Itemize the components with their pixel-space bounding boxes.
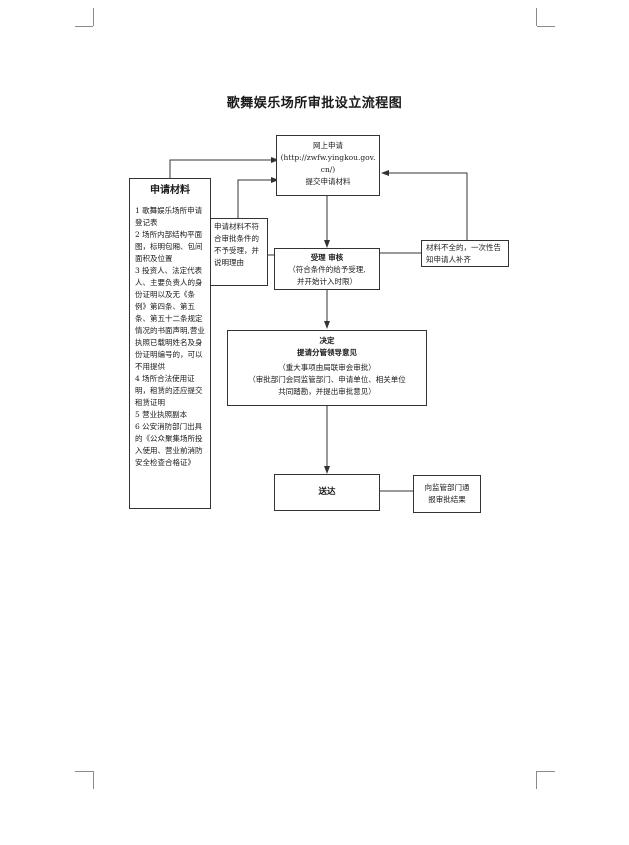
reject-note-text: 申请材料不符合审批条件的不予受理，并说明理由 [214,222,259,267]
materials-item-5: 5 营业执照副本 [135,410,188,419]
decision-line-3: 共同踏勘，并提出审批意见） [278,387,376,396]
page-title: 歌舞娱乐场所审批设立流程图 [226,96,403,111]
crop-mark-bottom-left-h [75,771,93,772]
apply-online-box: 网上申请 (http://zwfw.yingkou.gov. cn/) 提交申请… [276,135,380,196]
apply-line-1: 网上申请 [313,141,343,150]
materials-item-6: 6 公安消防部门出具的《公众聚集场所投入使用、营业前消防安全检查合格证》 [135,422,203,467]
arrowhead-materials-to-apply [271,157,279,163]
notify-box: 向监管部门通 报审批结果 [413,475,481,513]
materials-box: 申请材料 1 歌舞娱乐场所申请登记表 2 场所内部结构平面图，标明包厢、包间面积… [129,178,211,509]
accept-title: 受理 审核 [310,253,344,262]
arrowhead-decision-to-deliver [324,466,330,474]
decision-box: 决定 提请分管领导意见 （重大事项由局联审会审批） （审批部门会同监管部门、申请… [227,330,427,406]
accept-line-1: （符合条件的给予受理, [288,265,366,274]
crop-mark-top-left-h [75,26,93,27]
decision-line-2: （审批部门会同监管部门、申请单位、相关单位 [248,375,406,384]
materials-item-3: 3 投资人、法定代表人、主要负责人的身份证明以及无《条例》第四条、第五条、第五十… [135,266,205,371]
accept-review-box: 受理 审核 （符合条件的给予受理, 并开始计入时限） [274,248,380,290]
decision-line-1: （重大事项由局联审会审批） [278,363,376,372]
crop-mark-bottom-left-v [93,771,94,789]
materials-item-1: 1 歌舞娱乐场所申请登记表 [135,206,203,227]
apply-line-4: 提交申请材料 [305,177,351,186]
connector-materials-to-apply [169,159,272,178]
materials-item-4: 4 场所合法使用证明，租赁的还应提交租赁证明 [135,374,203,407]
notify-line-1: 向监管部门通 [424,483,470,492]
apply-line-2: (http://zwfw.yingkou.gov. [280,153,376,162]
materials-item-2: 2 场所内部结构平面图，标明包厢、包间面积及位置 [135,230,203,263]
crop-mark-bottom-right-v [536,771,537,789]
incomplete-note-text: 材料不全的，一次性告知申请人补齐 [426,243,501,264]
decision-title: 决定 [319,336,335,345]
apply-line-3: cn/) [320,165,336,174]
arrowhead-accept-to-decision [324,321,330,329]
arrowhead-reject-to-apply [271,177,279,183]
accept-line-2: 并开始计入时限） [297,277,357,286]
arrowhead-apply-to-accept [324,240,330,248]
decision-subtitle: 提请分管领导意见 [297,348,357,357]
connector-incomplete-to-apply [388,172,468,240]
crop-mark-top-right-v [536,8,537,26]
crop-mark-top-left-v [93,8,94,26]
deliver-title: 送达 [318,487,336,497]
notify-line-2: 报审批结果 [428,495,466,504]
deliver-box: 送达 [274,474,380,511]
connector-reject-to-apply [237,179,272,218]
materials-list: 1 歌舞娱乐场所申请登记表 2 场所内部结构平面图，标明包厢、包间面积及位置 3… [135,205,205,469]
incomplete-note-box: 材料不全的，一次性告知申请人补齐 [421,240,509,267]
materials-heading: 申请材料 [150,185,190,196]
arrowhead-incomplete-to-apply [381,170,389,176]
crop-mark-top-right-h [537,26,555,27]
crop-mark-bottom-right-h [537,771,555,772]
reject-note-box: 申请材料不符合审批条件的不予受理，并说明理由 [210,218,268,286]
